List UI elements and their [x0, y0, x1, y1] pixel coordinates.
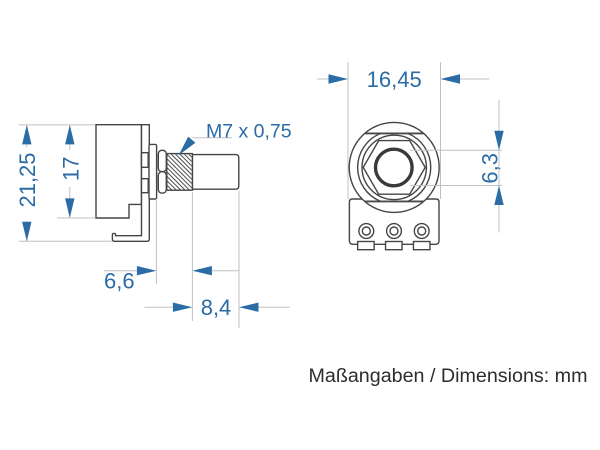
- svg-text:8,4: 8,4: [201, 295, 232, 320]
- svg-text:6,6: 6,6: [104, 269, 135, 294]
- svg-text:16,45: 16,45: [367, 67, 422, 92]
- svg-text:6,3: 6,3: [478, 153, 503, 184]
- svg-text:17: 17: [58, 157, 83, 181]
- svg-text:21,25: 21,25: [15, 152, 40, 207]
- svg-text:Maßangaben / Dimensions: mm: Maßangaben / Dimensions: mm: [308, 365, 587, 387]
- svg-text:M7 x 0,75: M7 x 0,75: [206, 120, 292, 142]
